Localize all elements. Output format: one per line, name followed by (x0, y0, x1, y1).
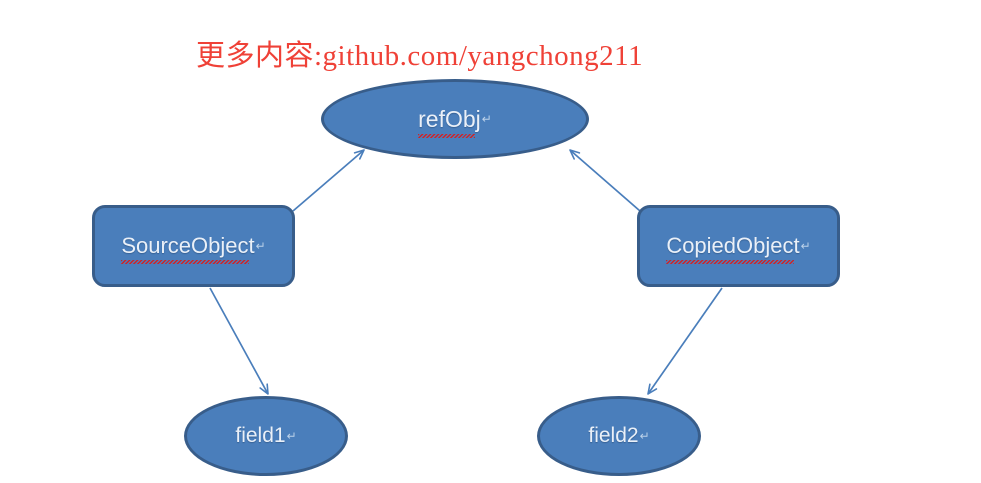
node-refobj-label: refObj (418, 105, 481, 138)
node-field1[interactable]: field1 ↵ (184, 396, 348, 476)
edge-source-refobj (292, 149, 365, 212)
edge-copied-field2 (647, 287, 723, 395)
edge-source-field1 (209, 287, 269, 395)
watermark-text: 更多内容:github.com/yangchong211 (196, 40, 644, 72)
node-copiedobject-label: CopiedObject (666, 233, 800, 264)
paragraph-mark-icon: ↵ (481, 112, 492, 126)
node-sourceobject-label: SourceObject (121, 233, 255, 264)
node-field2-label: field2 (588, 424, 639, 447)
node-field1-label: field1 (235, 424, 286, 447)
paragraph-mark-icon: ↵ (639, 429, 650, 443)
edge-copied-refobj (569, 149, 641, 212)
node-sourceobject[interactable]: SourceObject ↵ (92, 205, 295, 287)
paragraph-mark-icon: ↵ (286, 429, 297, 443)
paragraph-mark-icon: ↵ (255, 239, 266, 253)
paragraph-mark-icon: ↵ (800, 239, 811, 253)
node-refobj[interactable]: refObj ↵ (321, 79, 589, 159)
node-field2[interactable]: field2 ↵ (537, 396, 701, 476)
node-copiedobject[interactable]: CopiedObject ↵ (637, 205, 840, 287)
